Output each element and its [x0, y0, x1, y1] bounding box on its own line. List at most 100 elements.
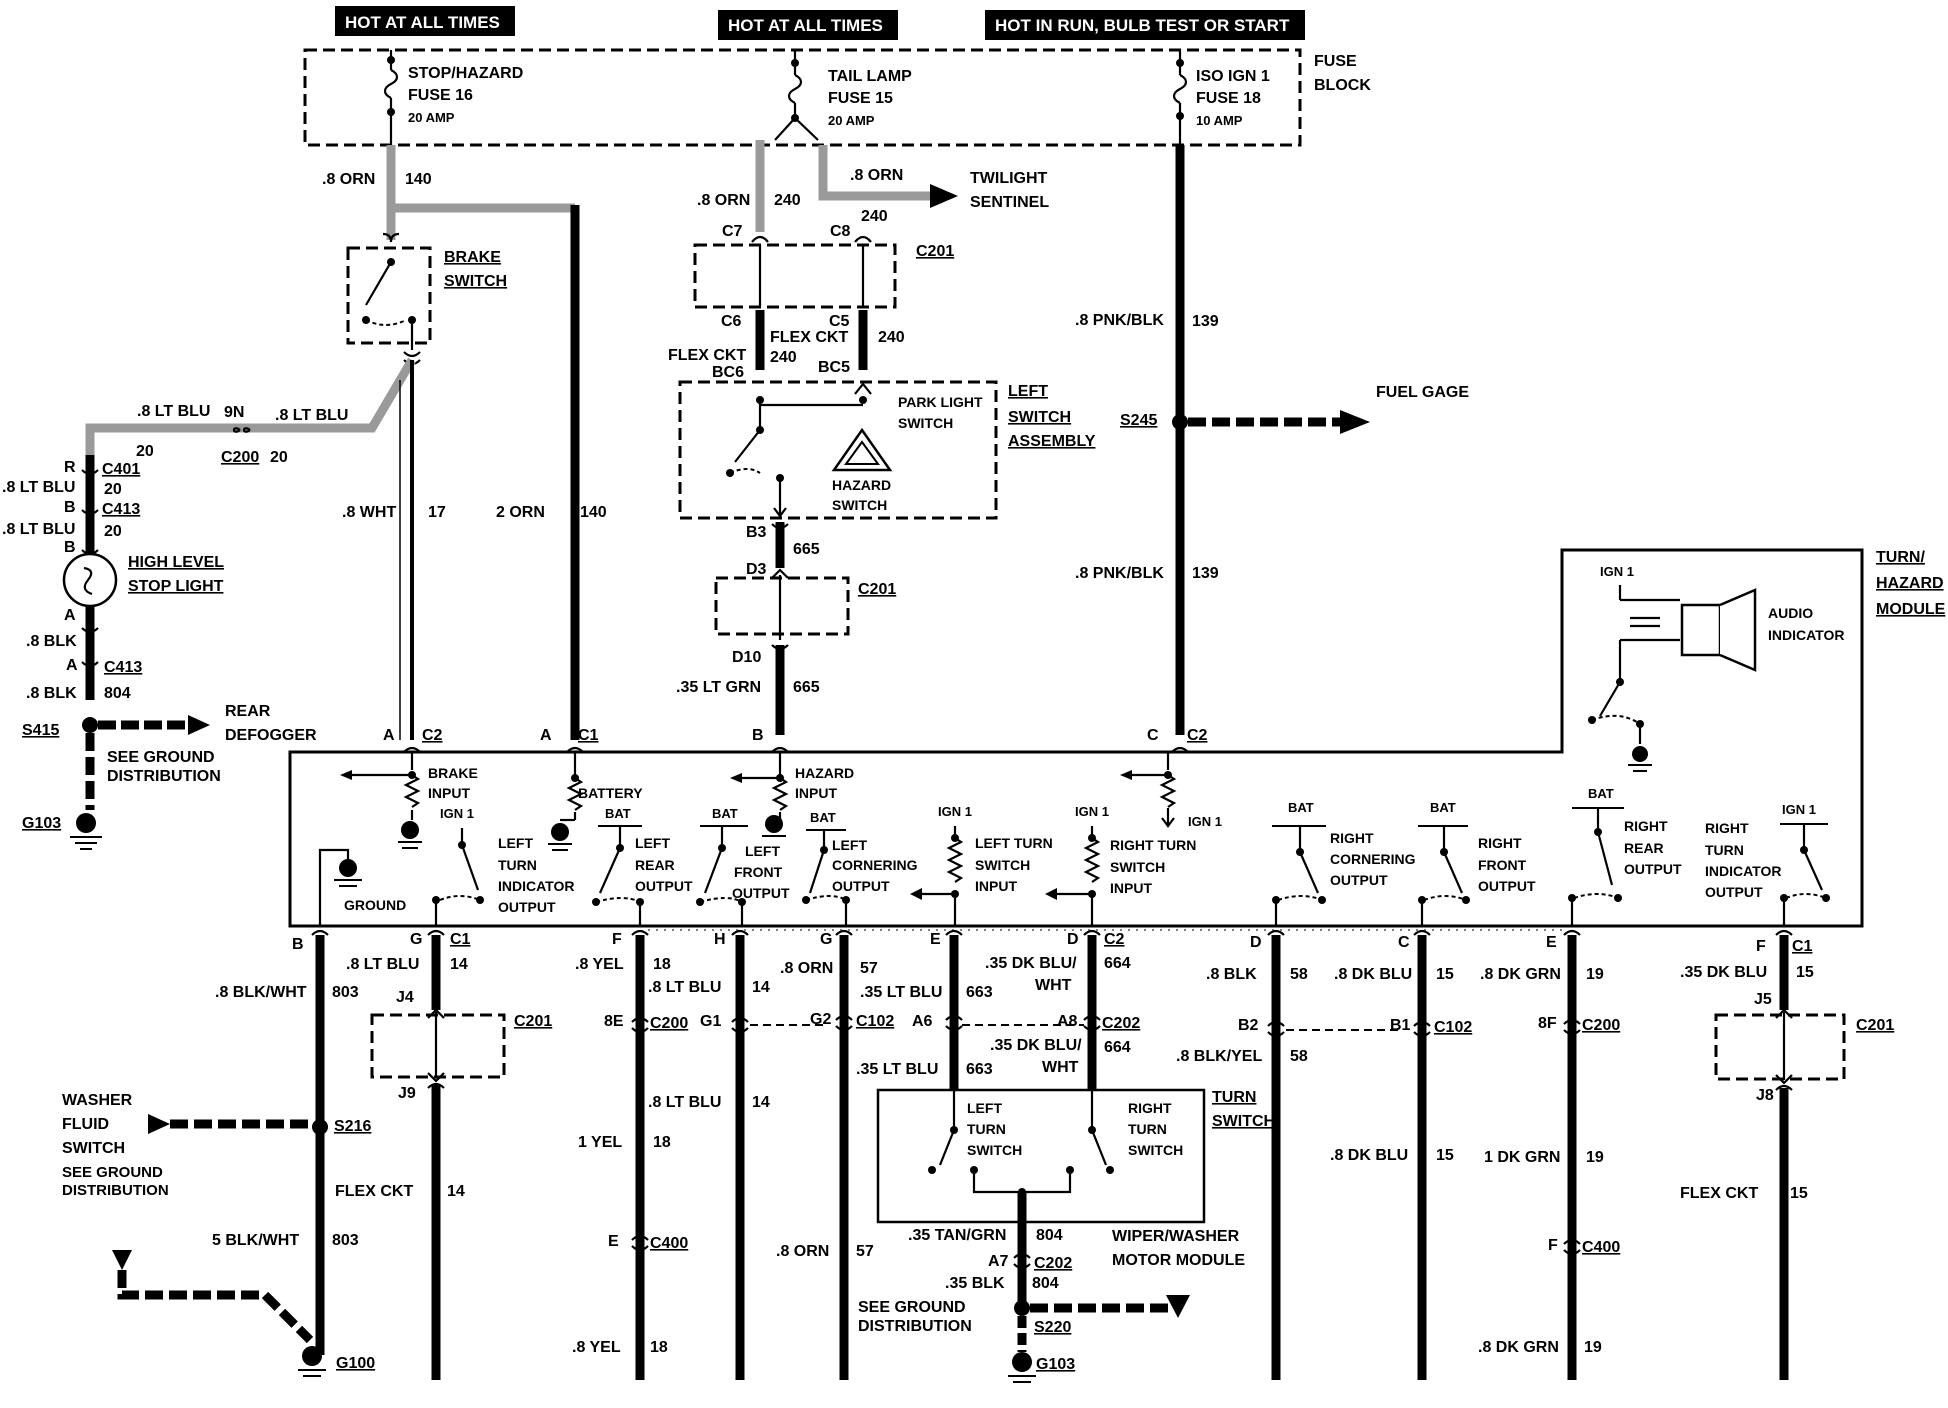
svg-text:OUTPUT: OUTPUT: [1705, 884, 1763, 900]
svg-text:20: 20: [104, 481, 122, 498]
left-front-output: BAT LEFT FRONT OUTPUT: [696, 806, 790, 926]
svg-text:C200: C200: [650, 1015, 688, 1032]
svg-text:G100: G100: [336, 1355, 375, 1372]
svg-text:FUSE 16: FUSE 16: [408, 87, 473, 104]
svg-text:.8 BLK: .8 BLK: [26, 685, 77, 702]
svg-text:B: B: [64, 539, 76, 556]
hazard-triangle-icon: [831, 427, 893, 472]
svg-text:.35 DK BLU/: .35 DK BLU/: [990, 1037, 1082, 1054]
svg-text:15: 15: [1436, 966, 1454, 983]
svg-text:D3: D3: [746, 561, 767, 578]
svg-text:20 AMP: 20 AMP: [828, 113, 875, 128]
svg-text:240: 240: [770, 349, 797, 366]
left-cornering-output: BAT LEFT CORNERING OUTPUT: [802, 810, 918, 926]
svg-text:18: 18: [653, 956, 671, 973]
svg-text:FUSE 18: FUSE 18: [1196, 90, 1261, 107]
c201-connector-upper: [693, 243, 897, 309]
svg-text:TURN/: TURN/: [1876, 549, 1925, 566]
svg-text:.8 ORN: .8 ORN: [322, 171, 375, 188]
svg-text:.8 DK BLU: .8 DK BLU: [1330, 1147, 1408, 1164]
svg-text:B: B: [752, 727, 764, 744]
svg-text:803: 803: [332, 1232, 359, 1249]
svg-text:140: 140: [580, 504, 607, 521]
svg-text:G2: G2: [810, 1011, 831, 1028]
svg-text:803: 803: [332, 984, 359, 1001]
header-hot-at-all-times-2: HOT AT ALL TIMES: [718, 10, 898, 40]
svg-text:HOT AT ALL TIMES: HOT AT ALL TIMES: [728, 16, 883, 35]
svg-text:.8 LT BLU: .8 LT BLU: [137, 403, 210, 420]
svg-text:15: 15: [1796, 964, 1814, 981]
right-turn-switch-input: IGN 1 RIGHT TURN SWITCH INPUT: [1045, 804, 1196, 926]
svg-text:19: 19: [1586, 966, 1604, 983]
turn-hazard-module-box: [288, 548, 1864, 928]
svg-text:SEE GROUND: SEE GROUND: [107, 749, 215, 766]
svg-text:20: 20: [104, 523, 122, 540]
svg-text:B2: B2: [1238, 1017, 1259, 1034]
svg-text:17: 17: [428, 504, 446, 521]
svg-text:BAT: BAT: [1430, 800, 1456, 815]
svg-text:S216: S216: [334, 1118, 371, 1135]
svg-text:FUEL GAGE: FUEL GAGE: [1376, 384, 1469, 401]
svg-text:BATTERY: BATTERY: [578, 785, 643, 801]
svg-text:BAT: BAT: [810, 810, 836, 825]
svg-text:HOT IN RUN, BULB TEST OR START: HOT IN RUN, BULB TEST OR START: [995, 16, 1290, 35]
svg-text:SWITCH: SWITCH: [898, 415, 953, 431]
svg-text:SWITCH: SWITCH: [444, 273, 507, 290]
high-level-stop-light-icon: [62, 552, 118, 608]
svg-text:A: A: [66, 657, 78, 674]
svg-text:.35 DK BLU/: .35 DK BLU/: [985, 955, 1077, 972]
svg-text:BC5: BC5: [818, 359, 850, 376]
svg-text:SENTINEL: SENTINEL: [970, 194, 1049, 211]
svg-text:BRAKE: BRAKE: [428, 765, 478, 781]
svg-text:.35 LT BLU: .35 LT BLU: [856, 1061, 938, 1078]
svg-text:.8 ORN: .8 ORN: [697, 192, 750, 209]
svg-text:A: A: [64, 607, 76, 624]
svg-text:.35 BLK: .35 BLK: [945, 1275, 1005, 1292]
svg-text:S220: S220: [1034, 1319, 1071, 1336]
svg-text:C200: C200: [221, 449, 259, 466]
right-rear-output: BAT RIGHT REAR OUTPUT: [1568, 786, 1682, 926]
svg-text:.8 LT BLU: .8 LT BLU: [275, 407, 348, 424]
svg-text:240: 240: [774, 192, 801, 209]
c201-connector-bottom-right: [1714, 1013, 1846, 1081]
svg-text:FLEX CKT: FLEX CKT: [770, 329, 848, 346]
svg-text:SWITCH: SWITCH: [1212, 1113, 1275, 1130]
svg-text:.35 TAN/GRN: .35 TAN/GRN: [908, 1227, 1006, 1244]
svg-text:BC6: BC6: [712, 364, 744, 381]
svg-text:WHT: WHT: [1042, 1059, 1079, 1076]
svg-text:S245: S245: [1120, 412, 1157, 429]
svg-text:19: 19: [1586, 1149, 1604, 1166]
svg-text:G1: G1: [700, 1013, 721, 1030]
svg-text:C201: C201: [858, 581, 896, 598]
svg-text:WIPER/WASHER: WIPER/WASHER: [1112, 1228, 1240, 1245]
svg-text:C8: C8: [830, 223, 851, 240]
svg-text:LEFT: LEFT: [832, 837, 867, 853]
fuse-16: STOP/HAZARD FUSE 16 20 AMP: [383, 50, 523, 145]
svg-text:S415: S415: [22, 722, 59, 739]
svg-text:.8 PNK/BLK: .8 PNK/BLK: [1075, 565, 1164, 582]
svg-text:INDICATOR: INDICATOR: [1768, 627, 1844, 643]
svg-text:FRONT: FRONT: [1478, 857, 1527, 873]
svg-text:14: 14: [450, 956, 468, 973]
svg-text:.8 LT BLU: .8 LT BLU: [648, 1094, 721, 1111]
svg-text:SWITCH: SWITCH: [1008, 409, 1071, 426]
svg-text:.8 DK BLU: .8 DK BLU: [1334, 966, 1412, 983]
brake-input-block: BRAKE INPUT: [340, 746, 478, 849]
svg-text:.8 WHT: .8 WHT: [342, 504, 396, 521]
svg-text:DISTRIBUTION: DISTRIBUTION: [107, 768, 221, 785]
svg-text:TURN: TURN: [967, 1121, 1006, 1137]
module-ground-icon: GROUND: [318, 848, 406, 926]
svg-text:58: 58: [1290, 966, 1308, 983]
svg-text:FLEX CKT: FLEX CKT: [668, 347, 746, 364]
svg-text:.8 BLK: .8 BLK: [26, 633, 77, 650]
brake-switch: [346, 246, 432, 345]
svg-text:C201: C201: [916, 243, 954, 260]
svg-text:HAZARD: HAZARD: [1876, 575, 1944, 592]
svg-text:BAT: BAT: [1288, 800, 1314, 815]
header-hot-in-run: HOT IN RUN, BULB TEST OR START: [985, 10, 1305, 40]
svg-text:LEFT: LEFT: [1008, 383, 1048, 400]
svg-text:C1: C1: [1792, 938, 1813, 955]
svg-text:LEFT: LEFT: [745, 843, 780, 859]
svg-text:A8: A8: [1057, 1013, 1078, 1030]
svg-text:18: 18: [650, 1339, 668, 1356]
